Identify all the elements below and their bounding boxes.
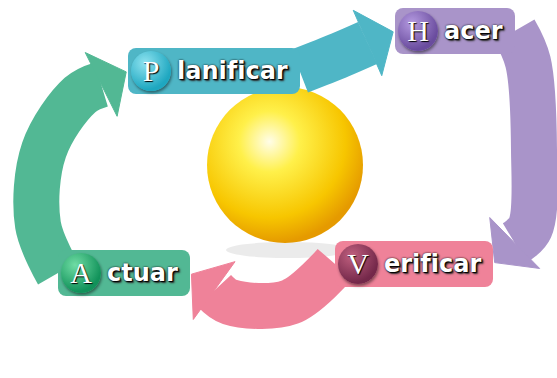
stage-label: acer [444,17,503,46]
cycle-arrow [300,10,393,75]
arrow-head [191,262,235,320]
arrow-band [36,84,101,273]
stage-node: Verificar [335,241,493,287]
stage-initial: H [398,11,438,51]
stage-node: Hacer [395,8,515,54]
stage-label: ctuar [107,259,178,288]
cycle-arrow [490,31,540,268]
stage-label: erificar [384,250,481,279]
stage-initial: A [61,253,101,293]
cycle-arrow [36,53,126,273]
arrow-head [490,218,540,269]
sphere-shadow [226,242,350,258]
stage-node: Actuar [58,250,190,296]
arrow-band [214,264,335,306]
stage-label: lanificar [177,57,288,86]
stage-node: Planificar [128,48,300,94]
stage-initial: P [131,51,171,91]
arrow-band [515,31,535,243]
stage-initial: V [338,244,378,284]
arrow-head [353,10,393,75]
arrow-band [300,43,368,71]
cycle-arrow [191,262,335,320]
sphere [207,87,363,243]
arrow-head [85,53,126,117]
